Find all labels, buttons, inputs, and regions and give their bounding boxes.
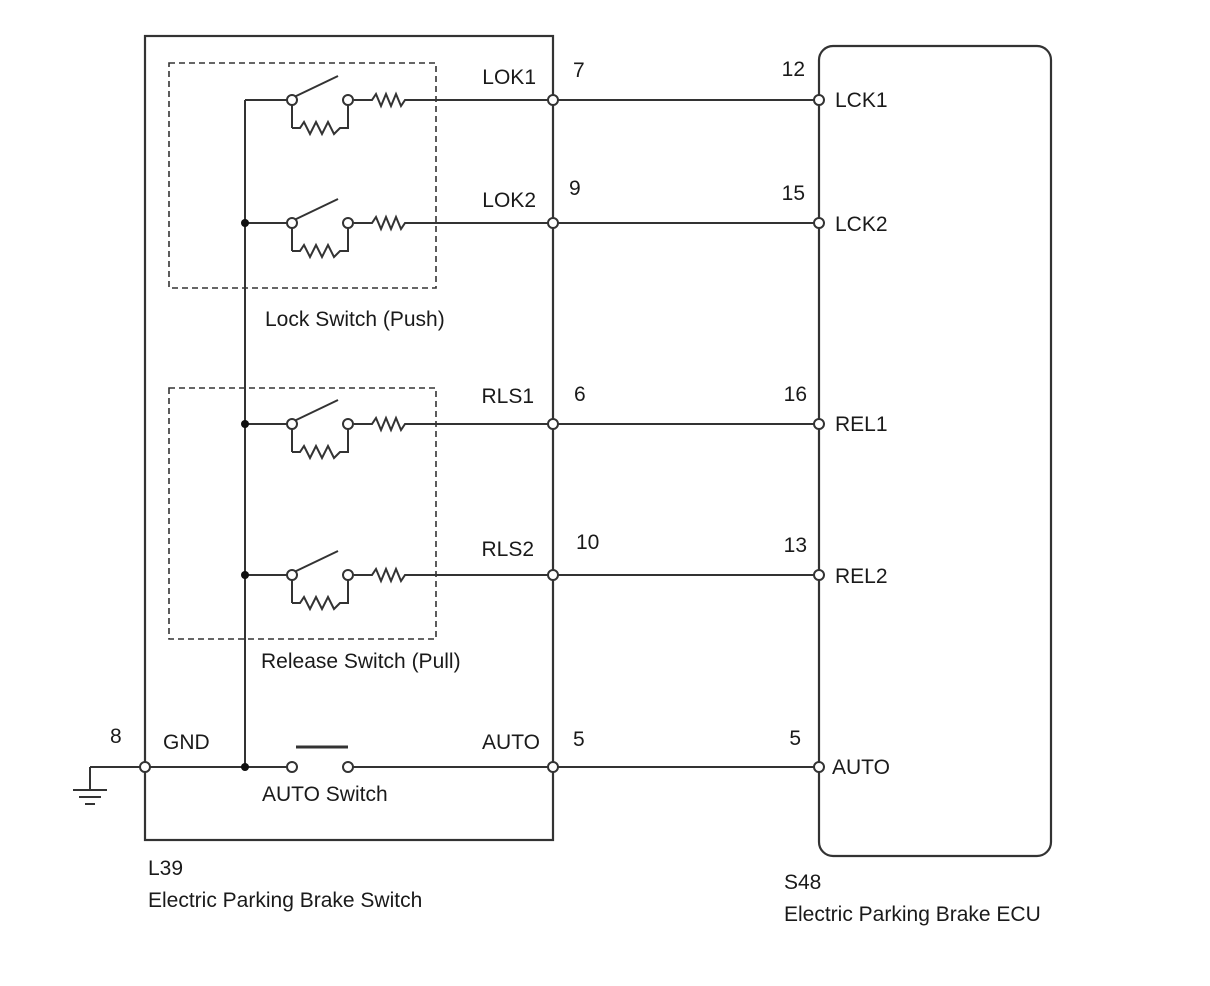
ground-symbol-icon [73, 767, 107, 805]
pin-number-lok2: 9 [569, 177, 581, 200]
ecu-component-code: S48 [784, 871, 821, 894]
switch-row-lok2 [241, 198, 553, 260]
ecu-pin-label-rel2: REL2 [835, 565, 888, 588]
pin-number-auto: 5 [573, 728, 585, 751]
ecu-pin-number-rel2: 13 [784, 534, 807, 557]
ecu-terminal [813, 761, 825, 773]
ecu-pin-number-lck2: 15 [782, 182, 805, 205]
switch-row-rls2 [241, 550, 553, 612]
pin-number-lok1: 7 [573, 59, 585, 82]
pin-label-lok1: LOK1 [482, 66, 536, 89]
ecu-pin-label-lck1: LCK1 [835, 89, 888, 112]
auto-switch-label: AUTO Switch [262, 783, 388, 806]
pin-number-rls1: 6 [574, 383, 586, 406]
pin-label-auto: AUTO [482, 731, 540, 754]
ecu-terminal [813, 418, 825, 430]
pin-label-lok2: LOK2 [482, 189, 536, 212]
switch-terminal [547, 217, 559, 229]
pin-label-gnd: GND [163, 731, 210, 754]
switch-component-name: Electric Parking Brake Switch [148, 889, 422, 912]
ecu-pin-label-auto: AUTO [832, 756, 890, 779]
ecu-box [817, 44, 1053, 858]
ecu-pin-number-rel1: 16 [784, 383, 807, 406]
lock-switch-label: Lock Switch (Push) [265, 308, 445, 331]
auto-switch-row [90, 745, 553, 773]
gnd-terminal [139, 761, 151, 773]
ecu-component-name: Electric Parking Brake ECU [784, 903, 1041, 926]
ecu-terminal [813, 569, 825, 581]
switch-terminal [547, 94, 559, 106]
lock-switch-group [168, 62, 437, 289]
ecu-pin-label-rel1: REL1 [835, 413, 888, 436]
ecu-pin-number-lck1: 12 [782, 58, 805, 81]
pin-number-rls2: 10 [576, 531, 599, 554]
ecu-pin-number-auto: 5 [789, 727, 801, 750]
release-switch-label: Release Switch (Pull) [261, 650, 461, 673]
switch-terminal [547, 761, 559, 773]
release-switch-group [168, 387, 437, 640]
switch-row-lok1 [286, 75, 553, 137]
switch-terminal [547, 569, 559, 581]
ecu-pin-label-lck2: LCK2 [835, 213, 888, 236]
switch-component-code: L39 [148, 857, 183, 880]
pin-label-rls1: RLS1 [481, 385, 534, 408]
switch-terminal [547, 418, 559, 430]
pin-label-rls2: RLS2 [481, 538, 534, 561]
ecu-terminal [813, 94, 825, 106]
pin-number-gnd: 8 [110, 725, 122, 748]
ecu-terminal [813, 217, 825, 229]
switch-row-rls1 [241, 399, 553, 461]
